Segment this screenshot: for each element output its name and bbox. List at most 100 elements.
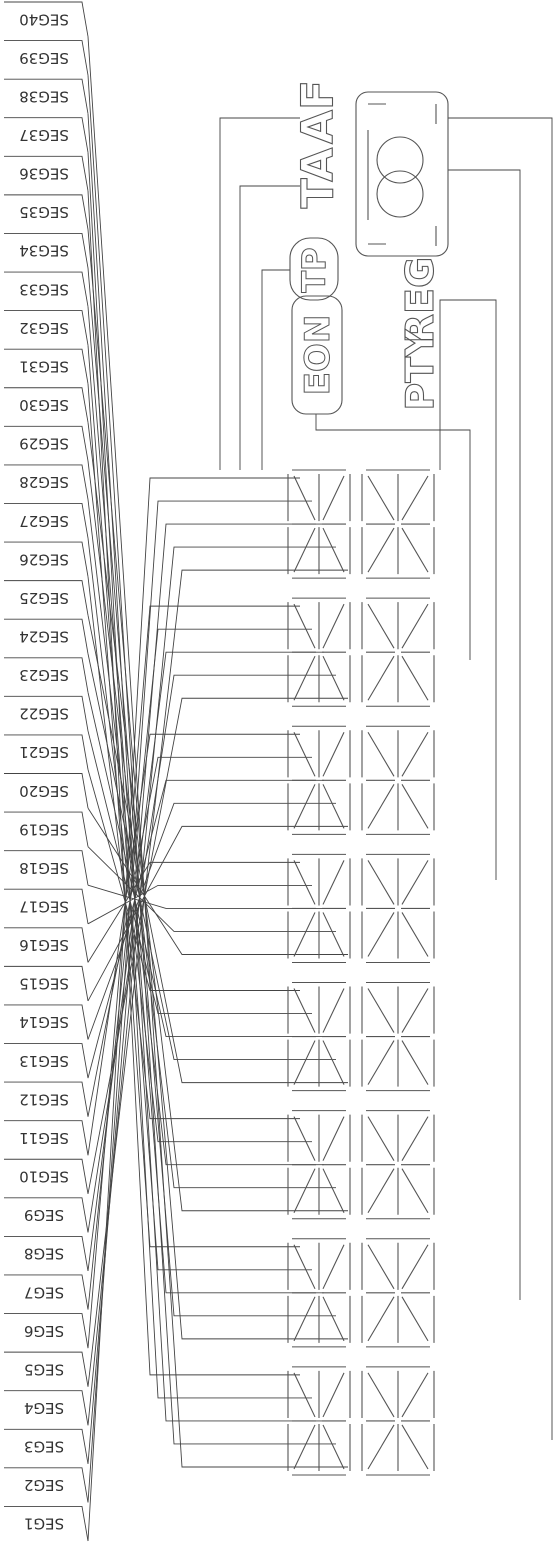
pin-seg11: SEG11: [4, 1120, 89, 1156]
pin-seg33: SEG33: [4, 271, 89, 307]
pin-label: SEG22: [19, 705, 69, 723]
pin-label: SEG13: [19, 1052, 69, 1070]
pin-label: SEG17: [19, 898, 69, 916]
pin-label: SEG30: [19, 396, 69, 414]
pin-seg10: SEG10: [4, 1158, 89, 1194]
pin-seg24: SEG24: [4, 618, 89, 654]
pin-seg2: SEG2: [4, 1467, 89, 1503]
pin-label: SEG40: [19, 10, 69, 28]
pin-label: SEG20: [19, 782, 69, 800]
pin-seg23: SEG23: [4, 657, 89, 693]
pin-label: SEG9: [24, 1206, 64, 1224]
pin-seg22: SEG22: [4, 695, 89, 732]
pin-seg30: SEG30: [4, 387, 89, 423]
pin-seg4: SEG4: [4, 1390, 89, 1426]
digit-1: [287, 469, 435, 579]
ta-label: TA: [293, 148, 344, 209]
pin-label: SEG35: [19, 203, 69, 221]
pin-seg26: SEG26: [4, 541, 89, 577]
pin-seg38: SEG38: [4, 78, 89, 114]
pin-label: SEG36: [19, 165, 69, 183]
pin-seg19: SEG19: [4, 811, 89, 847]
pin-label: SEG27: [19, 512, 69, 530]
pin-label: SEG28: [19, 473, 69, 491]
pty-label: PTY: [398, 329, 442, 411]
digit-2: [287, 597, 435, 707]
pin-label: SEG23: [19, 666, 69, 684]
pin-seg31: SEG31: [4, 348, 89, 384]
reg-label: REG: [398, 257, 442, 343]
pin-label: SEG7: [24, 1283, 64, 1301]
pin-label: SEG34: [19, 242, 69, 260]
pin-label: SEG18: [19, 859, 69, 877]
pin-seg5: SEG5: [4, 1351, 89, 1387]
pin-label: SEG2: [24, 1476, 64, 1494]
stereo-icon: [355, 91, 449, 257]
pin-label: SEG5: [24, 1360, 64, 1378]
pin-seg25: SEG25: [4, 580, 89, 616]
pin-seg40: SEG40: [4, 1, 89, 37]
pin-label: SEG26: [19, 550, 69, 568]
pin-seg17: SEG17: [4, 888, 89, 924]
pin-seg6: SEG6: [4, 1313, 89, 1349]
pin-label: SEG15: [19, 975, 69, 993]
pin-label: SEG37: [19, 126, 69, 144]
pin-label: SEG6: [24, 1322, 64, 1340]
pin-seg18: SEG18: [4, 850, 89, 886]
connection-wires: [87, 36, 553, 1542]
pin-label: SEG12: [19, 1090, 69, 1108]
digit-7: [287, 1238, 435, 1348]
pin-label: SEG11: [19, 1129, 69, 1147]
pin-seg1: SEG1: [4, 1505, 89, 1542]
pin-seg35: SEG35: [4, 194, 89, 230]
pin-seg29: SEG29: [4, 425, 89, 461]
pin-seg7: SEG7: [4, 1274, 89, 1310]
pin-label: SEG4: [24, 1399, 64, 1417]
pin-label: SEG14: [19, 1013, 69, 1031]
digit-column: [287, 469, 435, 1476]
pin-seg3: SEG3: [4, 1428, 89, 1464]
pin-label: SEG21: [19, 743, 69, 761]
eon-label: EON: [298, 315, 338, 396]
pin-seg28: SEG28: [4, 464, 89, 500]
pin-seg16: SEG16: [4, 927, 89, 963]
pin-seg8: SEG8: [4, 1235, 89, 1272]
pin-seg12: SEG12: [4, 1081, 89, 1117]
pin-seg13: SEG13: [4, 1043, 89, 1079]
pin-label: SEG31: [19, 357, 69, 375]
pin-label: SEG29: [19, 435, 69, 453]
pin-seg20: SEG20: [4, 773, 89, 809]
pin-seg37: SEG37: [4, 117, 89, 153]
pin-label: SEG24: [19, 627, 69, 645]
pin-label: SEG32: [19, 319, 69, 337]
pin-seg14: SEG14: [4, 1004, 89, 1040]
pin-label: SEG38: [19, 87, 69, 105]
pin-label-column: SEG1 SEG2 SEG3 SEG4 SEG5 SEG6 SEG7 SEG8 SEG9 SEG1…: [4, 1, 89, 1542]
indicator-area: EON TP TA AF PTY REG: [289, 79, 449, 415]
pin-label: SEG19: [19, 820, 69, 838]
af-label: AF: [293, 80, 344, 144]
pin-seg32: SEG32: [4, 310, 89, 346]
pin-label: SEG39: [19, 49, 69, 67]
pin-seg15: SEG15: [4, 965, 89, 1002]
digit-8: [287, 1366, 435, 1476]
pin-label: SEG16: [19, 936, 69, 954]
pin-label: SEG10: [19, 1168, 69, 1186]
digit-3: [287, 725, 435, 835]
digit-6: [287, 1110, 435, 1220]
pin-label: SEG3: [24, 1438, 64, 1456]
digit-4: [287, 853, 435, 964]
pin-label: SEG1: [24, 1515, 64, 1533]
pin-label: SEG33: [19, 280, 69, 298]
eon-indicator: EON: [291, 295, 343, 415]
pin-label: SEG25: [19, 589, 69, 607]
pin-seg39: SEG39: [4, 40, 89, 76]
tp-label: TP: [295, 247, 333, 292]
pin-label: SEG8: [24, 1245, 64, 1263]
pin-seg21: SEG21: [4, 734, 89, 770]
pin-seg9: SEG9: [4, 1197, 89, 1233]
pin-seg34: SEG34: [4, 233, 89, 269]
tp-indicator: TP: [289, 237, 339, 301]
pin-seg27: SEG27: [4, 503, 89, 539]
